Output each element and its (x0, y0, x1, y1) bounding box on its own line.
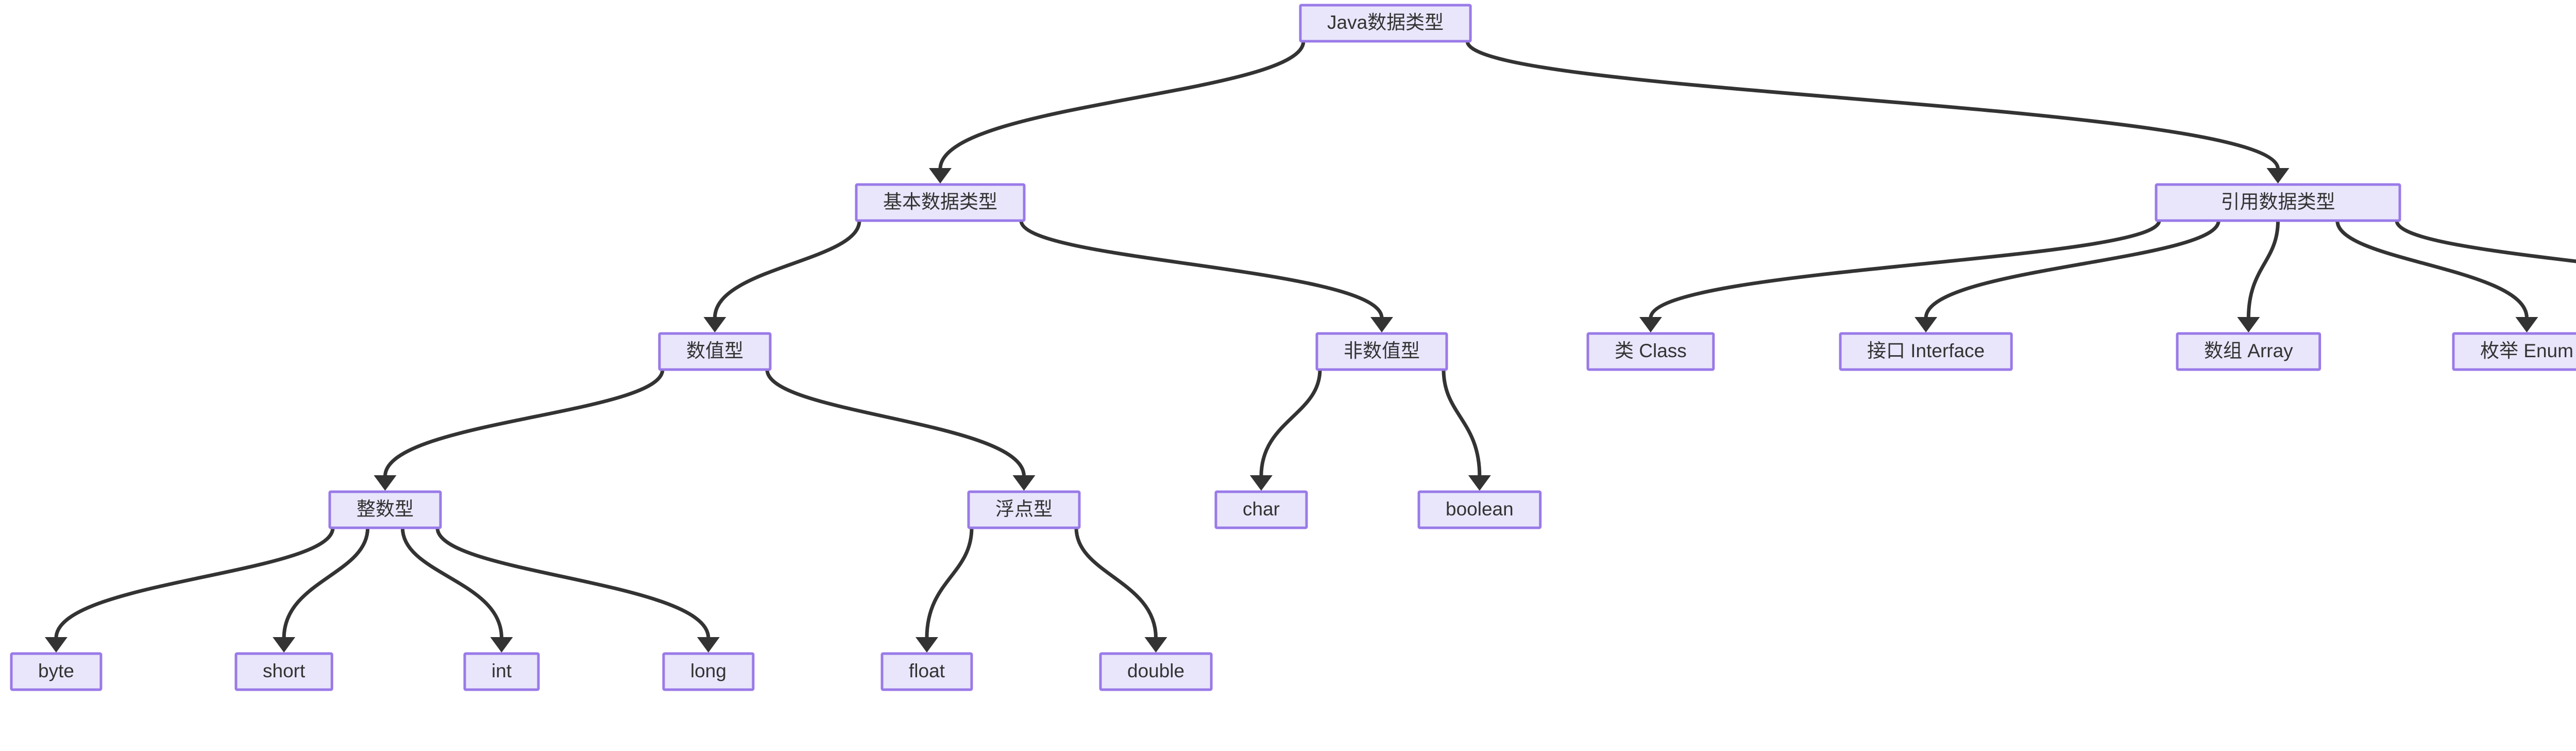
flow-edge-arrowhead (2515, 317, 2538, 332)
flow-edge (282, 527, 370, 639)
flow-node-long[interactable]: long (662, 652, 755, 691)
flow-node-integer[interactable]: 整数型 (328, 490, 442, 529)
flow-node-label: double (1127, 660, 1184, 681)
flow-node-boolean[interactable]: boolean (1417, 490, 1542, 529)
flow-node-label: 数组 Array (2204, 340, 2293, 361)
flow-edge-arrowhead (1914, 317, 1938, 332)
flow-edge-arrowhead (2266, 168, 2290, 183)
flow-node-double[interactable]: double (1099, 652, 1213, 691)
edge-layer (44, 41, 2576, 653)
flow-node-nonnum[interactable]: 非数值型 (1315, 332, 1448, 371)
flow-node-char[interactable]: char (1214, 490, 1308, 529)
flow-node-box (658, 332, 772, 371)
flow-node-label: 枚举 Enum (2480, 340, 2573, 361)
flow-node-box (967, 490, 1081, 529)
flow-edge-arrowhead (1144, 637, 1167, 653)
flow-edge (435, 527, 710, 639)
flow-edge (2246, 220, 2280, 319)
flow-edge-arrowhead (273, 637, 296, 653)
flow-node-float[interactable]: float (880, 652, 973, 691)
flow-node-box (2155, 183, 2401, 222)
flow-node-label: long (690, 660, 726, 681)
flow-node-label: 基本数据类型 (883, 191, 997, 212)
flow-node-primitive[interactable]: 基本数据类型 (855, 183, 1026, 222)
flow-edge-arrowhead (915, 637, 938, 653)
flow-edge (1442, 369, 1482, 477)
flow-node-box (10, 652, 103, 691)
flow-node-box (1417, 490, 1542, 529)
flow-edge-arrowhead (697, 637, 720, 653)
flow-node-label: 非数值型 (1344, 340, 1420, 361)
flow-node-numeric[interactable]: 数值型 (658, 332, 772, 371)
flow-edge (1465, 41, 2280, 170)
flow-edge (1259, 369, 1322, 477)
flow-node-class[interactable]: 类 Class (1586, 332, 1715, 371)
flow-node-label: 接口 Interface (1867, 340, 1985, 361)
flow-node-label: boolean (1446, 498, 1514, 520)
flow-node-root[interactable]: Java数据类型 (1299, 4, 1472, 43)
flow-node-int[interactable]: int (463, 652, 540, 691)
flow-edge-arrowhead (1468, 475, 1491, 491)
flow-node-box (234, 652, 333, 691)
flow-edge (1019, 220, 1384, 319)
flow-node-label: float (909, 660, 945, 681)
flow-node-label: 数值型 (686, 340, 743, 361)
flow-node-box (1214, 490, 1308, 529)
flow-edge (765, 369, 1026, 477)
flow-node-box (855, 183, 1026, 222)
flow-edge-arrowhead (1249, 475, 1273, 491)
flow-edge (938, 41, 1306, 170)
flow-node-box (1315, 332, 1448, 371)
flow-node-label: int (492, 660, 512, 681)
flow-node-box (1586, 332, 1715, 371)
flow-edge (1649, 220, 2161, 319)
flow-edge (400, 527, 504, 639)
flow-node-box (2176, 332, 2321, 371)
flow-edge (383, 369, 665, 477)
flow-edge-arrowhead (1012, 475, 1036, 491)
flow-edge-arrowhead (929, 168, 952, 183)
flow-edge-arrowhead (374, 475, 397, 491)
flow-node-box (463, 652, 540, 691)
flow-node-label: short (263, 660, 306, 681)
flow-node-box (328, 490, 442, 529)
flow-node-box (2452, 332, 2576, 371)
flow-edge-arrowhead (1370, 317, 1393, 332)
flow-node-byte[interactable]: byte (10, 652, 103, 691)
flow-edge (713, 220, 861, 319)
flow-node-reference[interactable]: 引用数据类型 (2155, 183, 2401, 222)
flow-edge (925, 527, 974, 639)
flow-edge-arrowhead (490, 637, 513, 653)
flow-node-box (1839, 332, 2013, 371)
flow-edge-arrowhead (703, 317, 726, 332)
flow-edge (1074, 527, 1158, 639)
flow-node-label: 引用数据类型 (2221, 191, 2335, 212)
flow-node-enum[interactable]: 枚举 Enum (2452, 332, 2576, 371)
flow-node-label: byte (38, 660, 74, 681)
flow-edge-arrowhead (44, 637, 67, 653)
flow-node-label: 类 Class (1615, 340, 1687, 361)
flow-edge-arrowhead (2237, 317, 2260, 332)
flow-node-floatgrp[interactable]: 浮点型 (967, 490, 1081, 529)
flow-edge (2335, 220, 2529, 319)
flow-node-interface[interactable]: 接口 Interface (1839, 332, 2013, 371)
flow-node-label: 浮点型 (995, 498, 1053, 520)
flow-node-short[interactable]: short (234, 652, 333, 691)
flow-node-box (880, 652, 973, 691)
flow-node-label: Java数据类型 (1327, 12, 1444, 33)
flow-node-label: char (1243, 498, 1280, 520)
flow-node-box (662, 652, 755, 691)
flow-node-array[interactable]: 数组 Array (2176, 332, 2321, 371)
flow-node-box (1299, 4, 1472, 43)
flow-edge (54, 527, 335, 639)
flow-edge (1924, 220, 2221, 319)
flow-edge (2395, 220, 2576, 263)
flow-edge-arrowhead (1639, 317, 1662, 332)
flow-node-label: 整数型 (357, 498, 414, 520)
flow-node-box (1099, 652, 1213, 691)
